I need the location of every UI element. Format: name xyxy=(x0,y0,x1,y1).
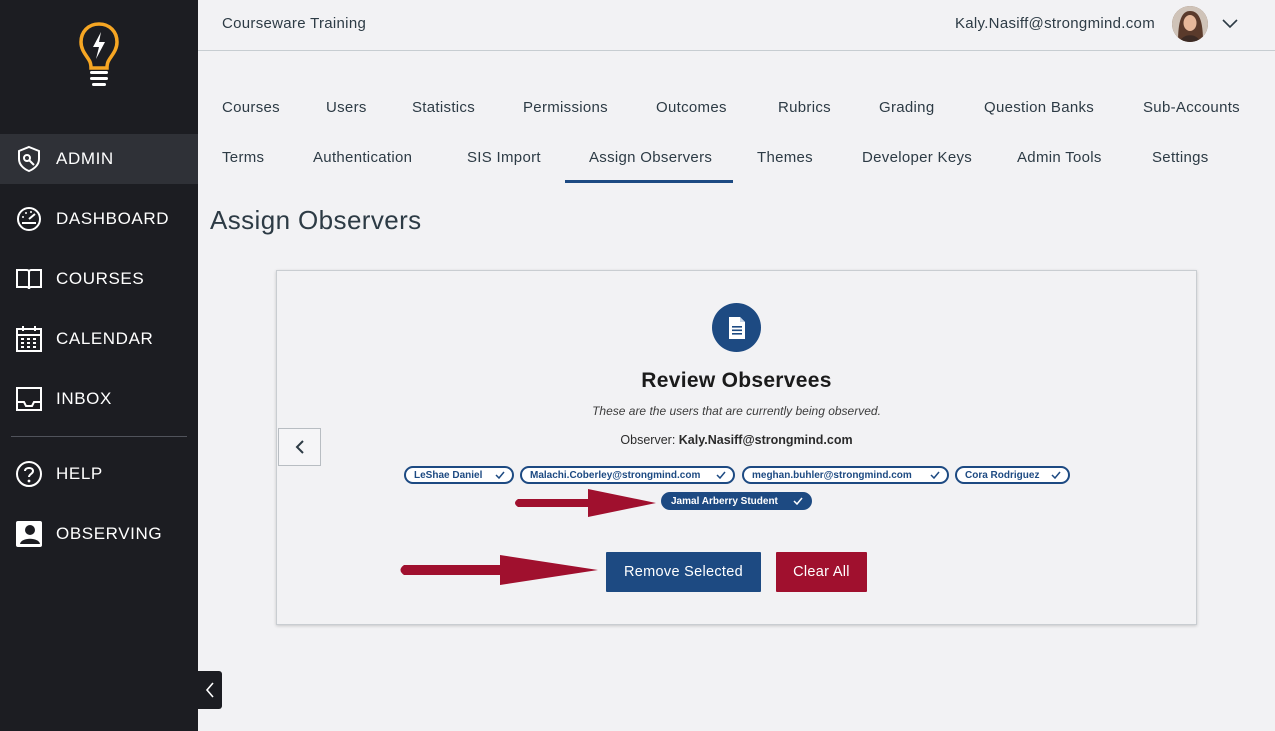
tab-question-banks[interactable]: Question Banks xyxy=(984,99,1095,116)
observee-chip-label: meghan.buhler@strongmind.com xyxy=(752,469,912,481)
tab-assign-observers[interactable]: Assign Observers xyxy=(589,149,713,166)
user-email[interactable]: Kaly.Nasiff@strongmind.com xyxy=(954,15,1155,32)
observee-chip[interactable]: meghan.buhler@strongmind.com xyxy=(742,466,949,484)
tab-themes[interactable]: Themes xyxy=(757,149,813,166)
tab-terms[interactable]: Terms xyxy=(222,149,265,166)
breadcrumb[interactable]: Courseware Training xyxy=(222,15,367,32)
user-photo-icon xyxy=(1172,6,1208,42)
sidebar-item-courses[interactable]: COURSES xyxy=(0,254,198,304)
sidebar-item-inbox[interactable]: INBOX xyxy=(0,374,198,424)
observer-value: Kaly.Nasiff@strongmind.com xyxy=(678,433,853,447)
observer-line: Observer: Kaly.Nasiff@strongmind.com xyxy=(277,433,1196,447)
calendar-icon xyxy=(16,326,42,352)
sidebar-item-label: OBSERVING xyxy=(56,524,163,543)
sidebar-item-calendar[interactable]: CALENDAR xyxy=(0,314,198,364)
observee-chip-label: Malachi.Coberley@strongmind.com xyxy=(530,469,701,481)
tab-admin-tools[interactable]: Admin Tools xyxy=(1017,149,1102,166)
sidebar-item-label: ADMIN xyxy=(56,149,114,168)
sidebar-collapse-button[interactable] xyxy=(198,671,222,709)
tab-statistics[interactable]: Statistics xyxy=(412,99,476,116)
tab-developer-keys[interactable]: Developer Keys xyxy=(862,149,973,166)
chevron-left-icon xyxy=(205,682,214,698)
top-bar: Courseware Training Kaly.Nasiff@strongmi… xyxy=(198,0,1275,51)
sidebar-item-label: CALENDAR xyxy=(56,329,154,348)
sidebar-item-label: HELP xyxy=(56,464,103,483)
sidebar-item-label: DASHBOARD xyxy=(56,209,170,228)
tab-authentication[interactable]: Authentication xyxy=(313,149,413,166)
remove-selected-button[interactable]: Remove Selected xyxy=(606,552,761,592)
sidebar-item-admin[interactable]: ADMIN xyxy=(0,134,198,184)
card-heading: Review Observees xyxy=(641,369,832,392)
tab-outcomes[interactable]: Outcomes xyxy=(656,99,727,116)
check-icon xyxy=(1051,471,1061,479)
tab-permissions[interactable]: Permissions xyxy=(523,99,608,116)
lightbulb-logo-icon[interactable] xyxy=(78,22,120,88)
check-icon xyxy=(793,497,803,505)
observee-chip[interactable]: Cora Rodriguez xyxy=(955,466,1070,484)
dashboard-gauge-icon xyxy=(17,207,41,231)
check-icon xyxy=(716,471,726,479)
observer-label: Observer: xyxy=(620,433,679,447)
avatar[interactable] xyxy=(1172,6,1208,42)
observee-chip-label: Jamal Arberry Student xyxy=(671,495,778,507)
tab-courses[interactable]: Courses xyxy=(222,99,280,116)
observee-chip-label: LeShae Daniel xyxy=(414,469,483,481)
sidebar-item-help[interactable]: HELP xyxy=(0,449,198,499)
chevron-down-icon[interactable] xyxy=(1222,16,1238,32)
sidebar-divider xyxy=(11,436,187,437)
tab-settings[interactable]: Settings xyxy=(1152,149,1209,166)
sidebar-item-label: INBOX xyxy=(56,389,112,408)
observee-chip[interactable]: LeShae Daniel xyxy=(404,466,514,484)
active-tab-indicator xyxy=(565,180,733,183)
annotation-arrow-icon xyxy=(400,555,598,585)
help-icon xyxy=(16,461,42,487)
document-icon xyxy=(712,303,761,352)
tab-sub-accounts[interactable]: Sub-Accounts xyxy=(1143,99,1240,116)
check-icon xyxy=(930,471,940,479)
page-title: Assign Observers xyxy=(210,205,422,235)
inbox-icon xyxy=(16,387,42,411)
previous-step-button[interactable] xyxy=(278,428,321,466)
tab-users[interactable]: Users xyxy=(326,99,367,116)
observee-chip-label: Cora Rodriguez xyxy=(965,469,1040,481)
tab-grading[interactable]: Grading xyxy=(879,99,935,116)
sidebar-item-observing[interactable]: OBSERVING xyxy=(0,509,198,559)
book-icon xyxy=(16,269,42,290)
tab-rubrics[interactable]: Rubrics xyxy=(778,99,831,116)
sidebar: ADMIN DASHBOARD COURSES CALENDAR xyxy=(0,0,198,731)
chevron-left-icon xyxy=(295,440,304,454)
tab-sis-import[interactable]: SIS Import xyxy=(467,149,541,166)
check-icon xyxy=(495,471,505,479)
observing-user-icon xyxy=(16,521,42,547)
card-subtitle: These are the users that are currently b… xyxy=(592,404,881,418)
clear-all-button[interactable]: Clear All xyxy=(776,552,867,592)
observee-chip[interactable]: Malachi.Coberley@strongmind.com xyxy=(520,466,735,484)
annotation-arrow-icon xyxy=(515,489,656,517)
admin-shield-icon xyxy=(18,145,40,173)
observee-chip-selected[interactable]: Jamal Arberry Student xyxy=(661,492,812,510)
sidebar-item-label: COURSES xyxy=(56,269,145,288)
sidebar-item-dashboard[interactable]: DASHBOARD xyxy=(0,194,198,244)
